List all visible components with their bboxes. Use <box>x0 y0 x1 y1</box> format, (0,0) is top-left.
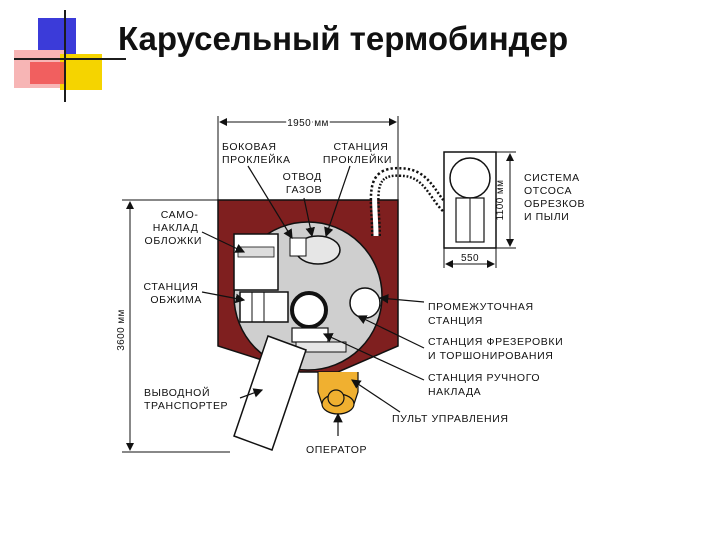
label-manual-feed-station: СТАНЦИЯ РУЧНОГО НАКЛАДА <box>428 372 544 398</box>
dimension-top-label: 1950 мм <box>287 118 329 129</box>
label-output-conveyor: ВЫВОДНОЙ ТРАНСПОРТЕР <box>144 386 228 412</box>
label-side-glue: БОКОВАЯ ПРОКЛЕЙКА <box>222 141 291 166</box>
carousel-hub <box>290 291 328 329</box>
dimension-exhaust-width-label: 550 <box>461 253 479 264</box>
dimension-left: 3600 мм <box>116 199 230 453</box>
intermediate-station-circle <box>349 287 381 319</box>
label-milling-station: СТАНЦИЯ ФРЕЗЕРОВКИ И ТОРШОНИРОВАНИЯ <box>428 336 567 362</box>
label-intermediate-station: ПРОМЕЖУТОЧНАЯ СТАНЦИЯ <box>428 301 537 327</box>
label-exhaust-system: СИСТЕМА ОТСОСА ОБРЕЗКОВ И ПЫЛИ <box>524 172 589 223</box>
label-crimp-station: СТАНЦИЯ ОБЖИМА <box>143 281 202 306</box>
output-conveyor <box>233 335 307 451</box>
slide-title: Карусельный термобиндер <box>118 20 569 57</box>
corner-square-yellow <box>60 54 102 90</box>
dimension-exhaust-width: 550 <box>443 248 497 268</box>
operator-figure <box>317 372 359 415</box>
label-control-panel: ПУЛЬТ УПРАВЛЕНИЯ <box>392 413 509 425</box>
leader-lines <box>201 165 425 436</box>
dimension-exhaust-height-label: 1100 мм <box>495 180 506 221</box>
corner-line-vertical <box>64 10 66 102</box>
label-cover-feeder: САМО- НАКЛАД ОБЛОЖКИ <box>145 209 202 247</box>
corner-square-red <box>30 62 64 84</box>
label-glue-station: СТАНЦИЯ ПРОКЛЕЙКИ <box>323 141 392 166</box>
corner-line-horizontal <box>14 58 126 60</box>
dimension-top: 1950 мм <box>217 116 399 200</box>
label-gas-outlet: ОТВОД ГАЗОВ <box>283 171 326 196</box>
dimension-left-label: 3600 мм <box>116 309 127 351</box>
dimension-exhaust-height: 1100 мм <box>495 151 516 249</box>
manual-feed-block <box>291 327 329 343</box>
cover-feeder-block <box>233 233 279 291</box>
label-operator: ОПЕРАТОР <box>306 444 367 456</box>
